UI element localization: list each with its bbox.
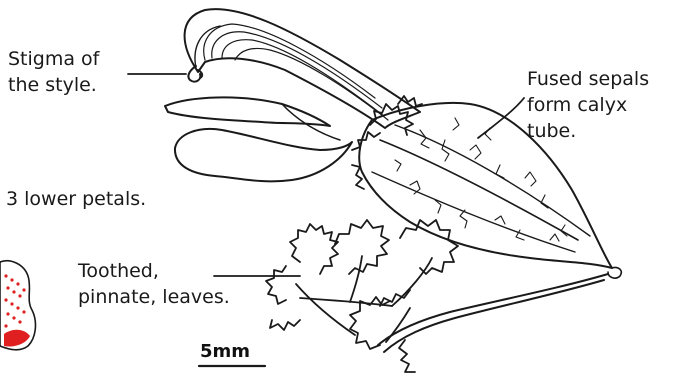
leaves-label-line-2: pinnate, leaves. xyxy=(78,284,230,310)
leaves-label: Toothed, pinnate, leaves. xyxy=(78,258,230,310)
upper-petal-hood xyxy=(185,9,420,128)
sepals-label: Fused sepals form calyx tube. xyxy=(527,66,649,144)
stigma-label: Stigma of the style. xyxy=(8,46,99,98)
toothed-pinnate-leaves xyxy=(266,220,458,372)
leaves-label-line-1: Toothed, xyxy=(78,258,230,284)
sepals-leader xyxy=(478,98,524,138)
corner-specimen-fragment xyxy=(0,261,35,350)
stigma-label-line-1: Stigma of xyxy=(8,46,99,72)
stigma-label-line-2: the style. xyxy=(8,72,99,98)
lower-petals xyxy=(165,97,352,181)
lower-petals-label: 3 lower petals. xyxy=(6,186,146,212)
sepals-label-line-3: tube. xyxy=(527,118,649,144)
sepals-label-line-1: Fused sepals xyxy=(527,66,649,92)
scale-bar-label: 5mm xyxy=(200,341,250,362)
sepals-label-line-2: form calyx xyxy=(527,92,649,118)
